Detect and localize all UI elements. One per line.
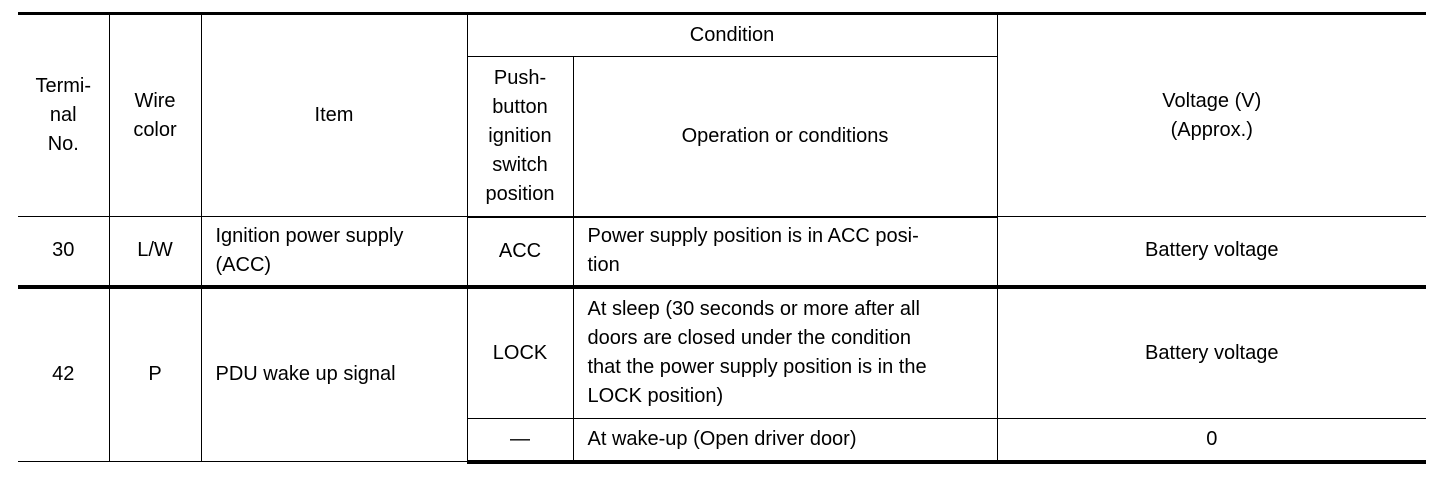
header-operation: Operation or conditions bbox=[572, 56, 998, 218]
operation-cell: At wake-up (Open driver door) bbox=[572, 418, 998, 464]
table-row: — At wake-up (Open driver door) 0 bbox=[18, 418, 1427, 464]
operation-cell: At sleep (30 seconds or more after all d… bbox=[572, 284, 998, 419]
table-row: 42 P PDU wake up signal LOCK At sleep (3… bbox=[18, 284, 1427, 462]
header-terminal-no: Termi- nal No. bbox=[18, 12, 110, 217]
wire-color-cell: L/W bbox=[108, 216, 202, 287]
voltage-cell: Battery voltage bbox=[996, 216, 1427, 287]
header-item: Item bbox=[200, 12, 468, 217]
wire-color-cell: P bbox=[108, 284, 202, 462]
header-row-1: Termi- nal No. Wire color Item Condition… bbox=[18, 12, 1427, 217]
header-condition: Condition bbox=[466, 12, 998, 57]
switch-position-cell: ACC bbox=[466, 216, 574, 287]
switch-position-cell: LOCK bbox=[466, 284, 574, 419]
switch-position-cell: — bbox=[466, 418, 574, 464]
terminal-cell: 42 bbox=[18, 284, 110, 462]
terminal-table: Termi- nal No. Wire color Item Condition… bbox=[18, 12, 1427, 464]
voltage-cell: 0 bbox=[996, 418, 1427, 464]
header-row-2: Push- button ignition switch position Op… bbox=[18, 56, 1426, 218]
header-switch-position: Push- button ignition switch position bbox=[466, 56, 574, 218]
header-voltage: Voltage (V) (Approx.) bbox=[996, 12, 1427, 217]
voltage-cell: Battery voltage bbox=[996, 284, 1427, 419]
table-row: 30 L/W Ignition power supply (ACC) ACC P… bbox=[18, 216, 1427, 287]
header-wire-color: Wire color bbox=[108, 12, 202, 217]
terminal-cell: 30 bbox=[18, 216, 110, 287]
item-cell: Ignition power supply (ACC) bbox=[200, 216, 468, 287]
terminal-table-container: Termi- nal No. Wire color Item Condition… bbox=[18, 12, 1427, 464]
operation-cell: Power supply position is in ACC posi- ti… bbox=[572, 216, 998, 287]
item-cell: PDU wake up signal bbox=[200, 284, 468, 462]
